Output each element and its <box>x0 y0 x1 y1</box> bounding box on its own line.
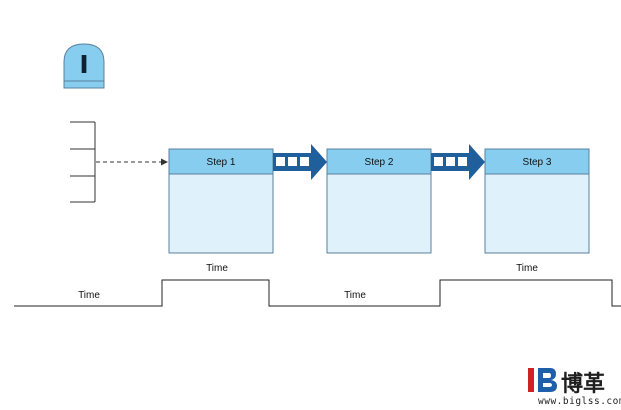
watermark-url: www.biglss.com <box>538 396 621 407</box>
watermark-logo: 博革 <box>528 368 605 397</box>
process-step-2: Step 2 <box>326 148 432 254</box>
supplier-comb <box>70 121 96 203</box>
process-step-1: Step 1 <box>168 148 274 254</box>
push-arrow-1 <box>273 144 327 180</box>
timeline-label: Time <box>516 263 538 274</box>
dashed-arrow <box>96 158 168 166</box>
timeline-label: Time <box>78 290 100 301</box>
inventory-icon-label: I <box>79 50 88 79</box>
step-label: Step 3 <box>523 157 552 168</box>
step-label: Step 1 <box>207 157 236 168</box>
timeline-label: Time <box>206 263 228 274</box>
process-step-3: Step 3 <box>484 148 590 254</box>
push-arrow-2 <box>431 144 485 180</box>
step-label: Step 2 <box>365 157 394 168</box>
watermark-brand: 博革 <box>561 371 605 397</box>
inventory-icon: I <box>63 43 105 89</box>
timeline: Time Time Time Time <box>14 263 621 307</box>
timeline-label: Time <box>344 290 366 301</box>
